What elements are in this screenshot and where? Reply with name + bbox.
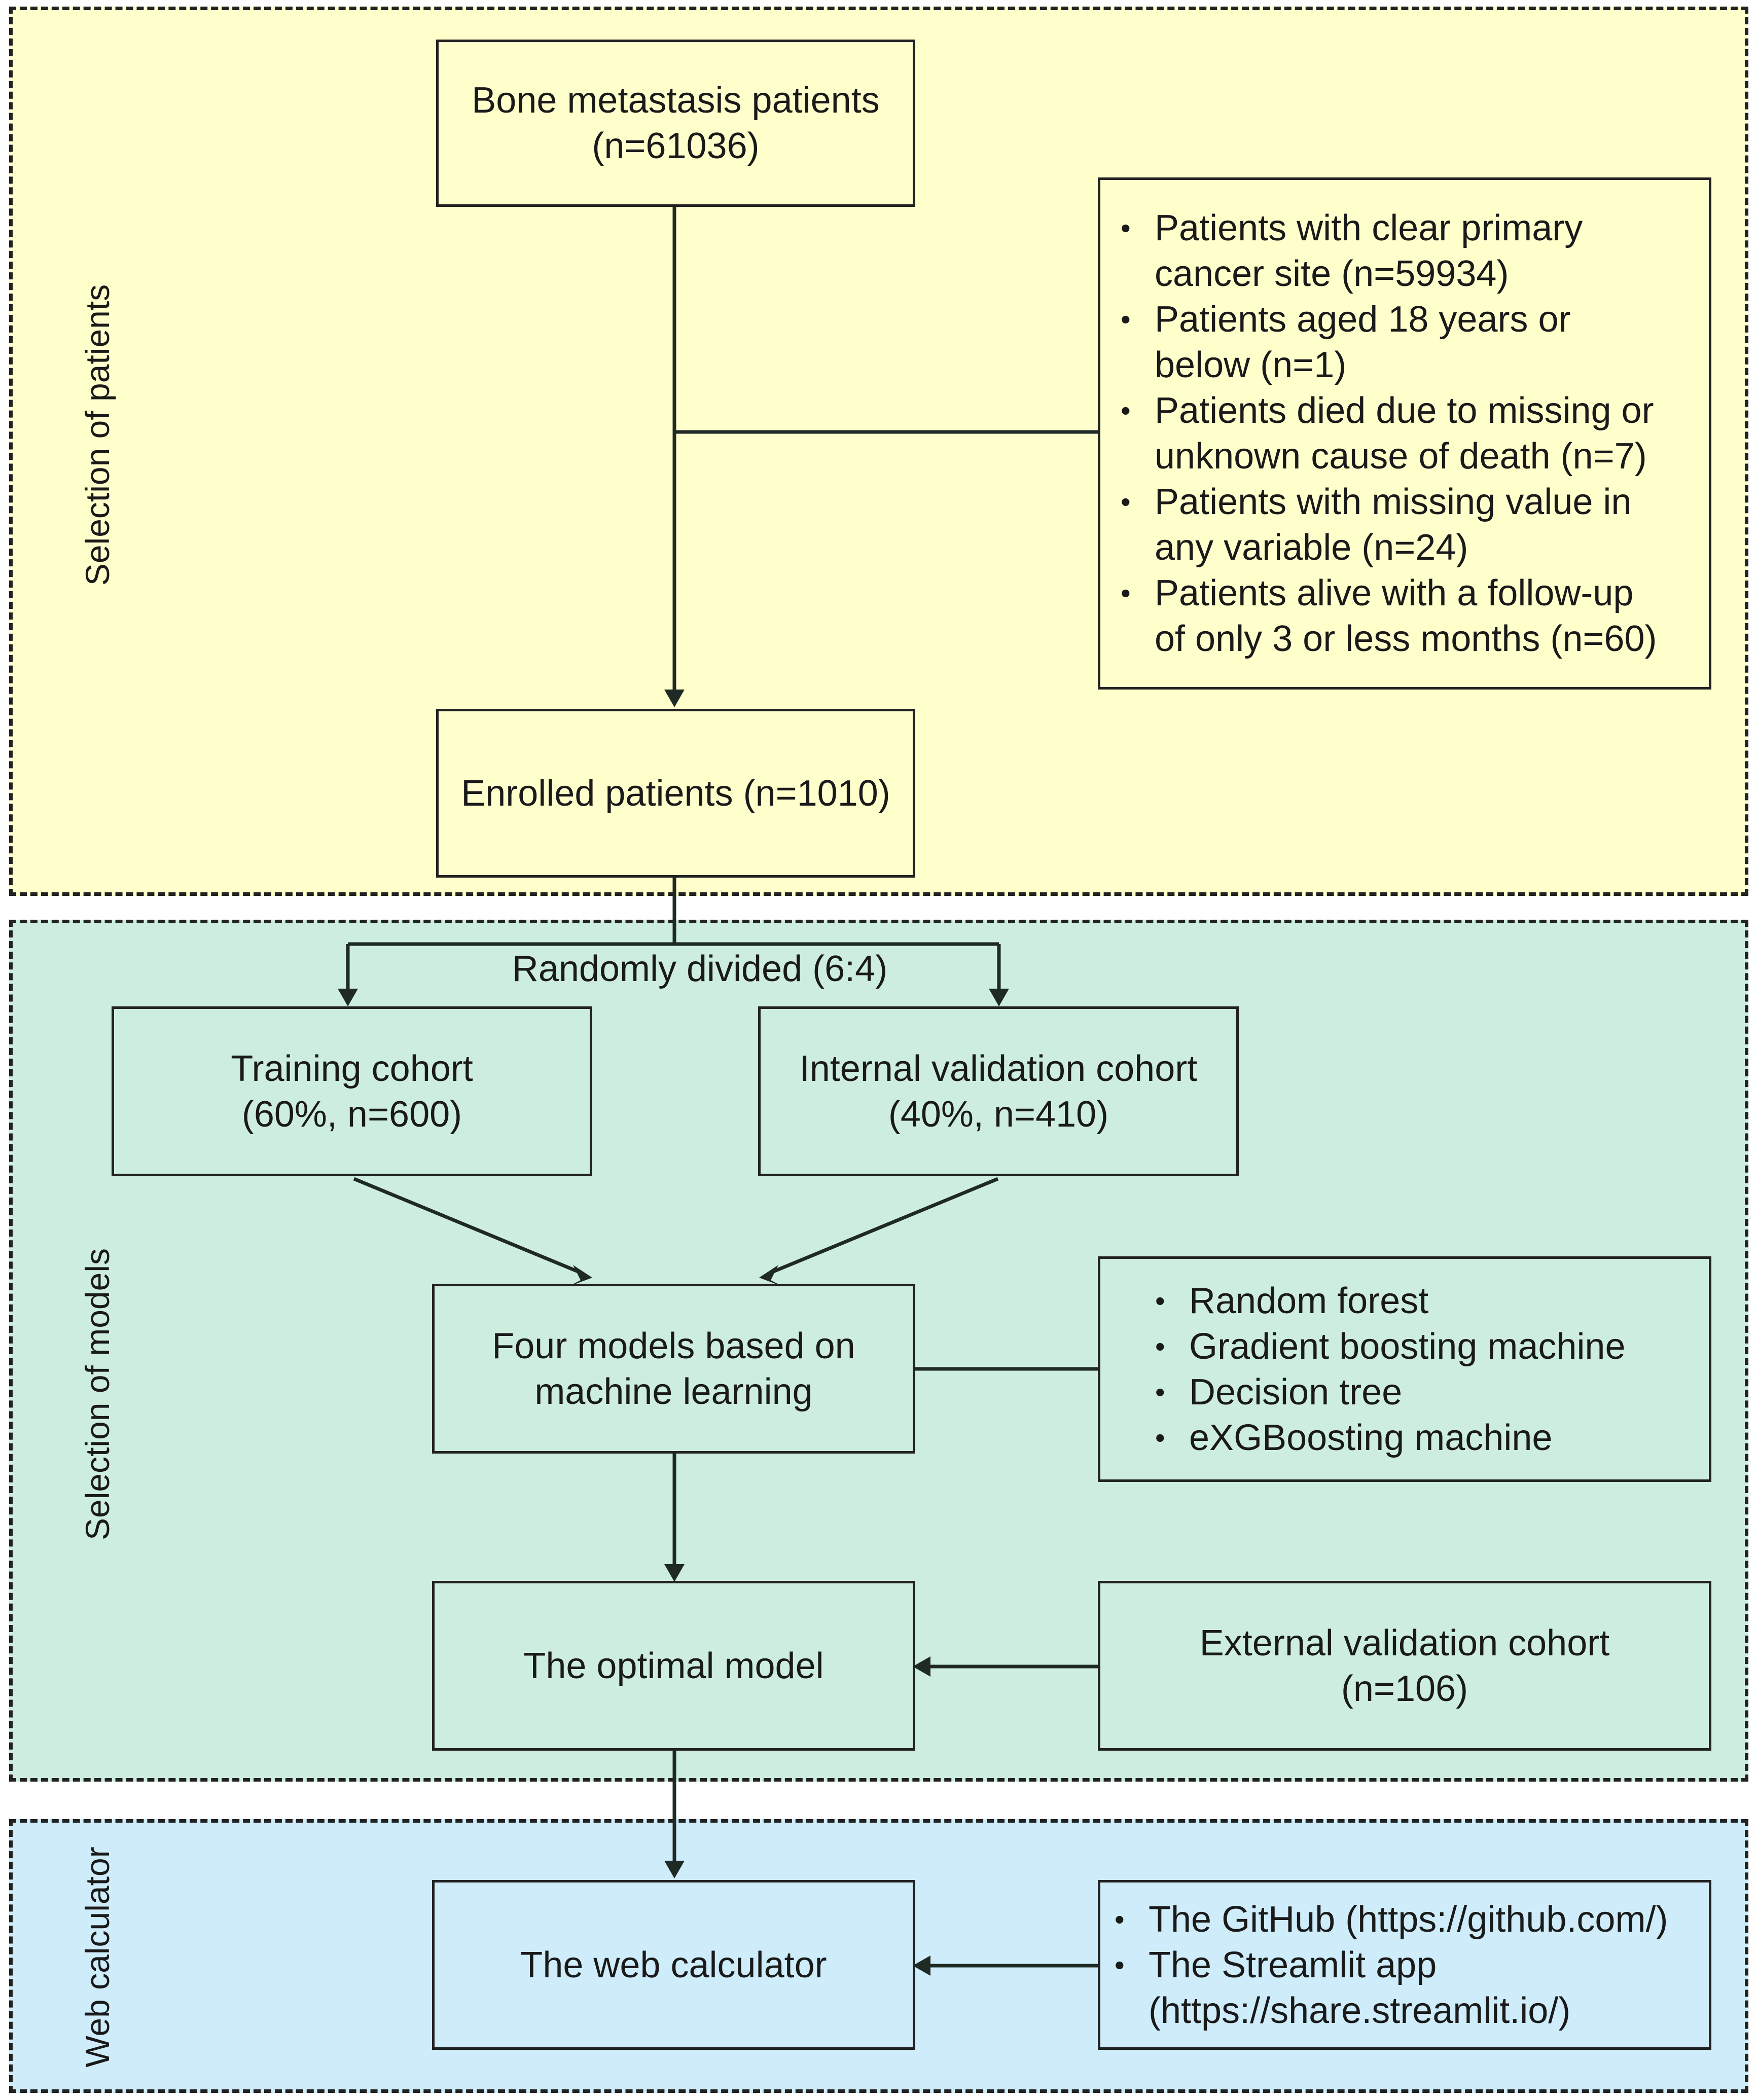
box-training-line-1: Training cohort (231, 1048, 473, 1089)
box-bone-line-2: (n=61036) (592, 126, 760, 166)
box-web-resources: The GitHub (https://github.com/) The Str… (1098, 1880, 1711, 2050)
box-web-calculator-text: The web calculator (520, 1944, 827, 1985)
arrow-internal-to-models (772, 1177, 999, 1274)
box-optimal-model: The optimal model (432, 1581, 915, 1751)
split-label: Randomly divided (6:4) (512, 949, 888, 989)
model-item: Gradient boosting machine (1141, 1324, 1626, 1369)
model-item: Decision tree (1141, 1369, 1626, 1415)
box-external-validation-cohort: External validation cohort (n=106) (1098, 1581, 1711, 1751)
box-external-line-2: (n=106) (1341, 1668, 1468, 1709)
box-external-line-1: External validation cohort (1199, 1622, 1610, 1663)
box-bone-line-1: Bone metastasis patients (472, 80, 880, 121)
box-training-cohort: Training cohort (60%, n=600) (112, 1006, 592, 1176)
web-resource-item: The Streamlit app(https://share.streamli… (1100, 1942, 1668, 2034)
box-four-models-line-2: machine learning (534, 1371, 813, 1412)
box-internal-validation-cohort: Internal validation cohort (40%, n=410) (758, 1006, 1239, 1176)
box-four-models: Four models based on machine learning (432, 1284, 915, 1454)
box-enrolled-patients: Enrolled patients (n=1010) (436, 709, 915, 878)
arrow-training-to-models (353, 1177, 579, 1274)
box-enrolled-text: Enrolled patients (n=1010) (461, 773, 890, 814)
box-training-line-2: (60%, n=600) (241, 1094, 462, 1135)
model-item: Random forest (1141, 1278, 1626, 1324)
box-internal-line-2: (40%, n=410) (888, 1094, 1109, 1135)
box-optimal-text: The optimal model (523, 1645, 824, 1686)
box-models-list: Random forest Gradient boosting machine … (1098, 1256, 1711, 1482)
model-item: eXGBoosting machine (1141, 1415, 1626, 1461)
box-web-calculator: The web calculator (432, 1880, 915, 2050)
box-four-models-line-1: Four models based on (492, 1325, 855, 1366)
box-bone-metastasis-patients: Bone metastasis patients (n=61036) (436, 40, 915, 207)
box-internal-line-1: Internal validation cohort (799, 1048, 1198, 1089)
web-resource-item: The GitHub (https://github.com/) (1100, 1897, 1668, 1942)
